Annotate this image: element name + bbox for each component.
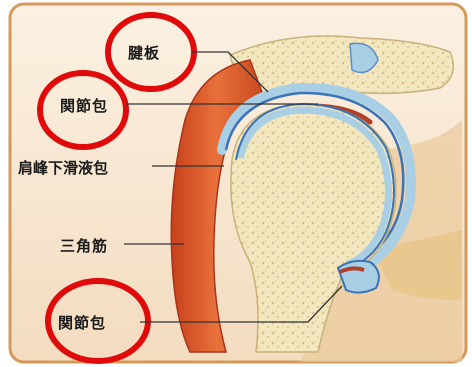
label-deltoid: 三角筋 <box>60 235 108 256</box>
label-tendon-plate: 腱板 <box>128 42 160 63</box>
label-joint-capsule-lower: 関節包 <box>58 312 106 333</box>
label-joint-capsule-upper: 関節包 <box>60 95 108 116</box>
label-subacromial-bursa: 肩峰下滑液包 <box>18 157 108 178</box>
